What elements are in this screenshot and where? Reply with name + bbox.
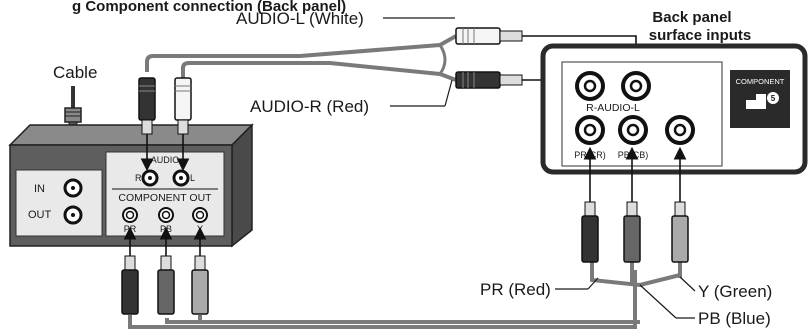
- source-device: [8, 123, 254, 248]
- leader-lines: [383, 17, 696, 319]
- component-badge-number: 5: [771, 94, 776, 103]
- in-jack: [63, 178, 83, 198]
- label-audio-r: AUDIO-R (Red): [250, 97, 369, 116]
- y-plug-device: [191, 226, 209, 315]
- audio-r-plug-tv: [455, 71, 566, 89]
- pr-plug-tv: [581, 146, 599, 263]
- cable-lines: [128, 34, 682, 329]
- tv-y-jack: [665, 115, 695, 145]
- label-y-green: Y (Green): [698, 282, 772, 301]
- device-component-out: COMPONENT OUT: [118, 192, 212, 204]
- tv-audio-r-jack: [575, 71, 605, 101]
- device-audio-l: L: [190, 173, 195, 183]
- device-out-label: OUT: [28, 209, 52, 221]
- pb-plug-device: [157, 226, 175, 315]
- tv-r-audio-l-label: R-AUDIO-L: [586, 102, 640, 114]
- tv-pb-cb-label: PB(CB): [618, 150, 649, 160]
- audio-l-plug-device: [174, 77, 192, 172]
- device-audio-label: AUDIO: [151, 155, 180, 165]
- label-back-panel: Back panel: [652, 9, 731, 26]
- label-surface-inputs: surface inputs: [649, 27, 752, 44]
- label-cable: Cable: [53, 63, 97, 82]
- device-audio-r: R: [135, 173, 142, 183]
- tv-pr-jack: [575, 115, 605, 145]
- y-plug-tv: [671, 146, 689, 263]
- label-audio-l: AUDIO-L (White): [236, 9, 364, 28]
- tv-pb-jack: [618, 115, 648, 145]
- audio-r-plug-device: [138, 77, 156, 172]
- label-pb-blue: PB (Blue): [698, 309, 771, 328]
- title-fragment: g Component connection (Back panel): [72, 0, 346, 15]
- component-badge-text: COMPONENT: [736, 77, 785, 86]
- tv-audio-l-jack: [621, 71, 651, 101]
- label-pr-red: PR (Red): [480, 280, 551, 299]
- out-jack: [63, 205, 83, 225]
- component-badge: COMPONENT 5: [730, 70, 790, 128]
- device-pb-jack: [158, 207, 174, 223]
- device-audio-l-jack: [172, 169, 190, 187]
- device-audio-r-jack: [141, 169, 159, 187]
- pr-plug-device: [121, 226, 139, 315]
- device-y-jack: [192, 207, 208, 223]
- device-pr-jack: [122, 207, 138, 223]
- pb-plug-tv: [623, 146, 641, 263]
- device-in-label: IN: [34, 183, 45, 195]
